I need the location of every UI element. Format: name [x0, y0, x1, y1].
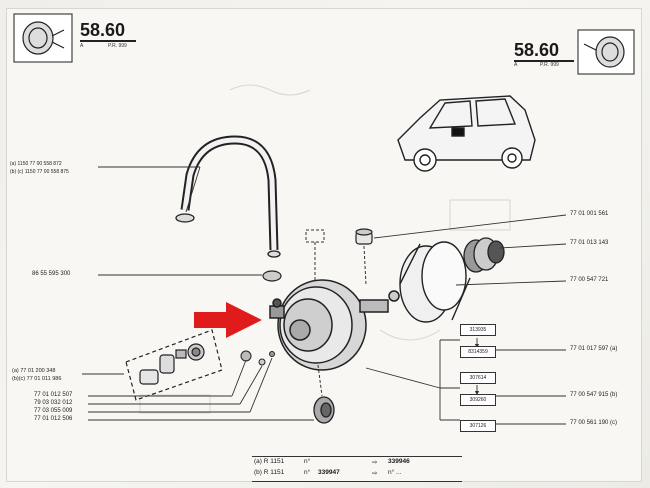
rubber-boot: [463, 237, 505, 273]
leader-lines-right: [365, 214, 567, 425]
vacuum-hose: [175, 135, 281, 258]
ref-boot: 77 01 013 143: [570, 240, 609, 246]
ref-ring: 77 00 547 721: [570, 277, 609, 283]
ref-grommet: 86 55 595 300: [32, 271, 71, 277]
ref-unit-c: 77 00 561 190 (c): [570, 420, 618, 426]
ref-valve-bc: (b)(c) 77 01 011 986: [12, 376, 62, 382]
footer-line-1-n: n°: [304, 458, 311, 465]
car-icon: [397, 95, 536, 172]
footer-line-2-n: n°: [304, 469, 311, 476]
footer-line-2-prefix: (b) R 1151: [254, 469, 285, 476]
left-page-number: 58.60: [80, 20, 126, 40]
grommet: [262, 270, 282, 282]
ref-nut-1: 77 01 012 507: [34, 392, 73, 398]
ref-cap: 77 01 001 561: [570, 211, 609, 217]
left-page-range: P.R. 999: [108, 43, 127, 49]
footer-line-1-end: 339946: [388, 458, 410, 465]
red-arrow-icon: [194, 302, 262, 338]
leader-lines-left: [82, 166, 314, 421]
brake-booster: [269, 279, 400, 371]
booster-icon-right: [577, 29, 635, 75]
serial-box-5: 307126: [460, 420, 496, 432]
ref-hose-b: (b) (c) 1150 77 00 558 875: [10, 169, 69, 175]
left-page-prefix: A: [80, 43, 84, 49]
ref-valve-a: (a) 77 01 200 348: [12, 368, 56, 374]
washer: [313, 396, 335, 424]
right-page-prefix: A: [514, 62, 518, 68]
dashed-ref-box: [305, 229, 325, 243]
right-page-range: P.R. 999: [540, 62, 559, 68]
cap-part: [355, 228, 373, 245]
footer-line-2-end: n° ...: [388, 469, 402, 476]
footer-line-1-prefix: (a) R 1151: [254, 458, 285, 465]
ref-nut-4: 77 01 012 506: [34, 416, 73, 422]
footer-line-2-from: 339947: [318, 469, 340, 476]
ring-seal: [399, 241, 471, 323]
valve-group: [125, 329, 223, 401]
serial-box-1: 313935: [460, 324, 496, 336]
booster-icon-left: [13, 13, 73, 63]
small-nuts: [240, 350, 275, 366]
ref-nut-3: 77 03 055 009: [34, 408, 73, 414]
ref-unit-b: 77 00 547 915 (b): [570, 392, 618, 398]
serial-box-2: 8314359: [460, 346, 496, 358]
ref-nut-2: 79 03 032 012: [34, 400, 73, 406]
ref-hose-a: (a) 1150 77 00 558 872: [10, 161, 62, 167]
serial-box-4: 309260: [460, 394, 496, 406]
right-page-number: 58.60: [514, 40, 560, 60]
ref-unit-a: 77 01 017 597 (a): [570, 346, 618, 352]
serial-box-3: 307614: [460, 372, 496, 384]
